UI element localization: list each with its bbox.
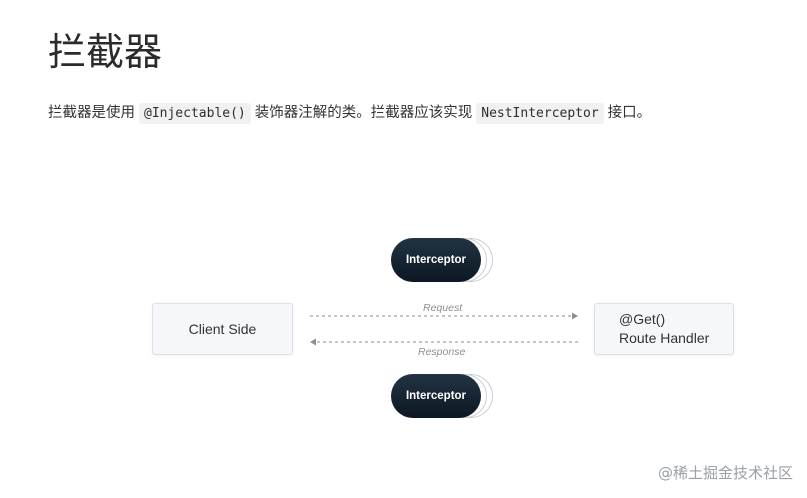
response-arrowhead <box>310 338 316 346</box>
intro-text-middle: 装饰器注解的类。拦截器应该实现 <box>254 105 473 121</box>
interceptor-top-label: Interceptor <box>405 254 467 266</box>
inline-code-nest-interceptor: NestInterceptor <box>476 103 604 124</box>
interceptor-bottom: Interceptor <box>391 374 495 418</box>
request-arrowhead <box>572 312 578 320</box>
inline-code-injectable: @Injectable() <box>139 103 251 124</box>
page-title: 拦截器 <box>48 30 163 74</box>
response-label: Response <box>418 346 466 358</box>
interceptor-top-pill: Interceptor <box>391 238 481 282</box>
route-handler-label: Route Handler <box>619 330 710 346</box>
client-side-box: Client Side <box>152 303 293 355</box>
interceptor-bottom-pill: Interceptor <box>391 374 481 418</box>
intro-text-after: 接口。 <box>607 105 652 121</box>
watermark: @稀土掘金技术社区 <box>657 464 793 482</box>
client-side-label: Client Side <box>188 321 257 337</box>
interceptor-bottom-label: Interceptor <box>405 390 467 402</box>
interceptor-top: Interceptor <box>391 238 495 282</box>
intro-text-before: 拦截器是使用 <box>48 105 135 121</box>
get-decorator-label: @Get() <box>619 311 666 327</box>
route-handler-box: @Get() Route Handler <box>594 303 734 355</box>
request-label: Request <box>423 302 463 314</box>
